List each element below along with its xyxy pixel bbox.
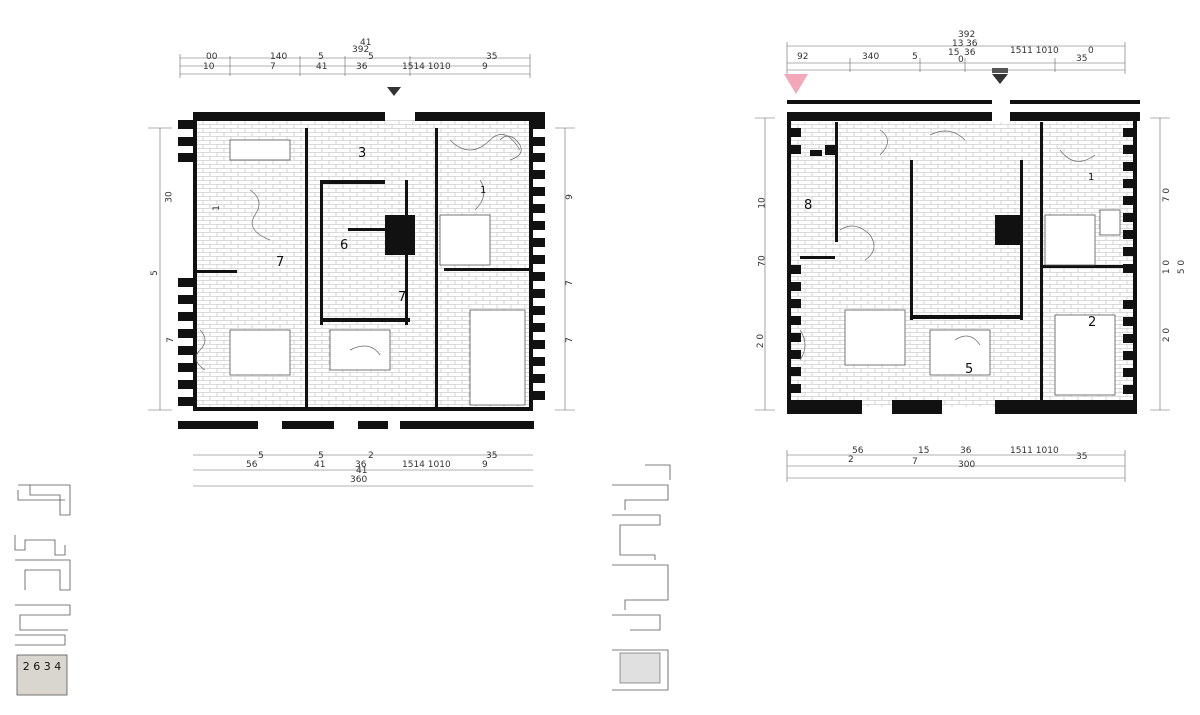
- left-bottom-total: 360: [350, 475, 368, 485]
- dim-label: 2: [848, 455, 854, 465]
- dim-label: 9: [482, 460, 488, 470]
- floor-plan-left: [148, 54, 575, 487]
- dim-label: 35: [1076, 452, 1088, 462]
- right-top-total: 392: [958, 30, 976, 40]
- entrance-marker-left: [387, 87, 401, 96]
- dim-label: 35: [486, 451, 498, 461]
- floor-plan-right: [755, 42, 1170, 482]
- left-top-total: 392: [352, 45, 370, 55]
- dim-label: 5: [912, 52, 918, 62]
- dim-label: 7: [912, 457, 918, 467]
- interior-walls-right: [800, 122, 1135, 402]
- dim-label: 10: [203, 62, 215, 72]
- left-bottom-total-small: 41: [356, 466, 368, 476]
- dimension-lines-top-right: [786, 42, 1126, 74]
- left-side-dim: 10: [757, 197, 768, 209]
- dim-label: 5: [368, 52, 374, 62]
- dim-label: 36: [964, 48, 976, 58]
- dim-label: 36: [960, 446, 972, 456]
- dim-label: 1511 1010: [1010, 446, 1059, 456]
- room-label: 3: [358, 146, 367, 161]
- dim-label: 36: [355, 460, 367, 470]
- dim-label: 41: [314, 460, 326, 470]
- entrance-marker-right-top: [992, 68, 1008, 73]
- dim-label: 1514 1010: [402, 62, 451, 72]
- left-side-dim: 7: [165, 337, 176, 343]
- room-label: 2: [1088, 315, 1097, 330]
- right-side-dim: 5 0: [1177, 259, 1188, 275]
- dim-label: 36: [356, 62, 368, 72]
- dim-label: 13: [952, 39, 964, 49]
- left-side-dim: 2 0: [756, 333, 767, 349]
- wall-piers-right: [787, 128, 1137, 394]
- dim-label: 5: [318, 52, 324, 62]
- dimension-lines-bottom-left: [193, 454, 533, 487]
- wall-piers-left: [178, 120, 545, 406]
- dim-label: 7: [270, 62, 276, 72]
- right-side-dim: 7: [564, 337, 575, 343]
- dim-label: 41: [316, 62, 328, 72]
- right-side-dim: 7: [564, 280, 575, 286]
- left-side-dim: 1: [211, 205, 222, 211]
- dim-label: 5: [318, 451, 324, 461]
- dim-label: 56: [852, 446, 864, 456]
- room-label: 5: [965, 362, 974, 377]
- legend-strip-right: [612, 464, 671, 691]
- exterior-walls-right: [787, 100, 1140, 414]
- dim-label: 5: [258, 451, 264, 461]
- right-side-dim: 7 0: [1162, 187, 1173, 203]
- right-side-dim: 1 0: [1162, 259, 1173, 275]
- dim-label: 0: [958, 55, 964, 65]
- organic-shapes-right: [799, 129, 1096, 361]
- room-label: 1: [1088, 172, 1095, 183]
- dim-label: 9: [482, 62, 488, 72]
- dim-label: 140: [270, 52, 288, 62]
- room-label: 1: [480, 185, 487, 196]
- dim-label: 35: [1076, 54, 1088, 64]
- dim-label: 1511 1010: [1010, 46, 1059, 56]
- dim-label: 56: [246, 460, 258, 470]
- dim-label: 35: [486, 52, 498, 62]
- interior-walls-left: [197, 128, 529, 408]
- dimension-lines-bottom-right: [786, 450, 1126, 482]
- left-side-dim: 5: [149, 270, 160, 276]
- right-side-dim: 9: [564, 194, 575, 200]
- left-top-total-small: 41: [360, 38, 372, 48]
- legend-strip-left: [14, 484, 71, 646]
- entrance-marker-right: [992, 74, 1008, 84]
- left-side-dim: 30: [164, 191, 175, 203]
- dimension-lines-sides-right: [755, 117, 1170, 411]
- dim-label: 15: [918, 446, 930, 456]
- north-marker-pink: [784, 74, 808, 94]
- room-label: 6: [340, 238, 349, 253]
- legend-swatch-label: 2 6 3 4: [22, 660, 62, 690]
- dim-label: 340: [862, 52, 880, 62]
- dim-label: 300: [958, 460, 976, 470]
- dim-label: 1514 1010: [402, 460, 451, 470]
- furniture-right: [844, 209, 1121, 396]
- room-label: 8: [804, 198, 813, 213]
- exterior-walls-left: [178, 112, 545, 429]
- dim-label: 2: [368, 451, 374, 461]
- dim-label: 92: [797, 52, 809, 62]
- right-side-dim: 2 0: [1162, 327, 1173, 343]
- dimension-lines-top-left: [179, 54, 531, 78]
- dim-label: 15: [948, 48, 960, 58]
- room-label: 7: [276, 255, 285, 270]
- dim-label: 00: [206, 52, 218, 62]
- dim-label: 0: [1088, 46, 1094, 56]
- left-side-dim: 70: [757, 255, 768, 267]
- dimension-lines-sides-left: [148, 127, 575, 411]
- organic-shapes-left: [195, 134, 522, 371]
- furniture-left: [229, 139, 526, 406]
- legend-swatch-right: [619, 652, 661, 684]
- dim-label: 36: [966, 39, 978, 49]
- room-label: 7: [398, 290, 407, 305]
